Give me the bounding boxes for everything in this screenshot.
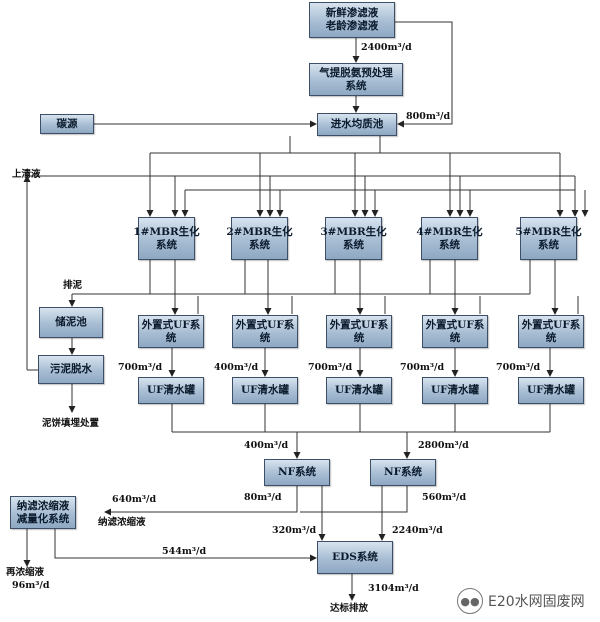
mbr-4-label-1: 4#MBR生化 bbox=[416, 225, 483, 238]
reduction-label-1: 纳滤浓缩液 bbox=[16, 499, 70, 512]
equalization-tank-label: 进水均质池 bbox=[330, 118, 384, 130]
mbr-4-box: 4#MBR生化 系统 bbox=[416, 217, 483, 260]
mbr-5-label-2: 系统 bbox=[538, 238, 559, 251]
nf-1-box: NF系统 bbox=[264, 459, 330, 486]
uf-2-label-1: 外置式UF系 bbox=[235, 318, 295, 331]
wechat-icon: ●● bbox=[457, 588, 483, 614]
uf-tank-5-label: UF清水罐 bbox=[526, 384, 576, 396]
carbon-source-box: 碳源 bbox=[40, 114, 94, 134]
watermark: ●● E20水网固废网 bbox=[457, 588, 585, 614]
flow-uf5-label: 700m³/d bbox=[496, 362, 541, 373]
uf-tank-2-box: UF清水罐 bbox=[232, 377, 298, 404]
uf-tank-4-label: UF清水罐 bbox=[430, 384, 480, 396]
uf-4-label-1: 外置式UF系 bbox=[425, 318, 485, 331]
mbr-2-label-1: 2#MBR生化 bbox=[226, 225, 293, 238]
mbr-1-label-1: 1#MBR生化 bbox=[133, 225, 200, 238]
mbr-5-box: 5#MBR生化 系统 bbox=[515, 217, 582, 260]
sludge-dewatering-box: 污泥脱水 bbox=[38, 355, 104, 384]
flow-96-label: 96m³/d bbox=[12, 580, 50, 591]
uf-tank-2-label: UF清水罐 bbox=[240, 384, 290, 396]
mbr-2-label-2: 系统 bbox=[249, 238, 270, 251]
flow-640-label: 640m³/d bbox=[112, 494, 157, 505]
discharge-label: 达标排放 bbox=[330, 603, 369, 614]
uf-tank-4-box: UF清水罐 bbox=[422, 377, 488, 404]
reconcentrate-label: 再浓缩液 bbox=[6, 567, 45, 578]
stripping-label-1: 气提脱氨预处理 bbox=[319, 66, 393, 79]
carbon-source-label: 碳源 bbox=[56, 117, 78, 130]
sludge-tank-label: 储泥池 bbox=[55, 316, 87, 328]
uf-2-label-2: 统 bbox=[259, 331, 271, 344]
uf-3-label-1: 外置式UF系 bbox=[329, 318, 389, 331]
uf-1-box: 外置式UF系 统 bbox=[138, 315, 204, 348]
ammonia-stripping-box: 气提脱氨预处理 系统 bbox=[309, 63, 403, 96]
flow-uf3-label: 700m³/d bbox=[308, 362, 353, 373]
mbr-1-label-2: 系统 bbox=[156, 238, 177, 251]
uf-2-box: 外置式UF系 统 bbox=[232, 315, 298, 348]
flow-80-label: 80m³/d bbox=[244, 492, 282, 503]
equalization-tank-box: 进水均质池 bbox=[317, 113, 397, 136]
flow-nf-400-label: 400m³/d bbox=[244, 440, 289, 451]
mbr-3-box: 3#MBR生化 系统 bbox=[320, 217, 387, 260]
eds-box: EDS系统 bbox=[317, 541, 393, 574]
uf-tank-3-box: UF清水罐 bbox=[326, 377, 392, 404]
nf-1-label: NF系统 bbox=[277, 466, 317, 478]
flow-uf4-label: 700m³/d bbox=[400, 362, 445, 373]
watermark-text: E20水网固废网 bbox=[488, 594, 585, 610]
uf-4-label-2: 统 bbox=[449, 331, 461, 344]
uf-tank-1-box: UF清水罐 bbox=[138, 377, 204, 404]
flow-uf2-label: 400m³/d bbox=[214, 362, 259, 373]
mbr-5-label-1: 5#MBR生化 bbox=[515, 225, 582, 238]
nf-concentrate-label: 纳滤浓缩液 bbox=[98, 517, 146, 528]
uf-tank-3-label: UF清水罐 bbox=[334, 384, 384, 396]
concentrate-reduction-box: 纳滤浓缩液 减量化系统 bbox=[10, 496, 76, 529]
flow-544-label: 544m³/d bbox=[162, 546, 207, 557]
mbr-2-box: 2#MBR生化 系统 bbox=[226, 217, 293, 260]
nf-2-box: NF系统 bbox=[370, 459, 436, 486]
uf-3-label-2: 统 bbox=[353, 331, 365, 344]
mbr-4-label-2: 系统 bbox=[439, 238, 460, 251]
uf-5-box: 外置式UF系 统 bbox=[518, 315, 584, 348]
mbr-1-box: 1#MBR生化 系统 bbox=[133, 217, 200, 260]
flow-nf-2800-label: 2800m³/d bbox=[418, 440, 469, 451]
uf-tank-5-box: UF清水罐 bbox=[518, 377, 584, 404]
mbr-3-label-1: 3#MBR生化 bbox=[320, 225, 387, 238]
supernatant-label: 上清液 bbox=[12, 169, 41, 180]
eds-label: EDS系统 bbox=[332, 551, 378, 563]
cake-disposal-label: 泥饼填埋处置 bbox=[42, 418, 100, 429]
uf-1-label-1: 外置式UF系 bbox=[141, 318, 201, 331]
uf-1-label-2: 统 bbox=[165, 331, 177, 344]
flow-320-label: 320m³/d bbox=[272, 525, 317, 536]
flow-3104-label: 3104m³/d bbox=[368, 583, 419, 594]
flow-2240-label: 2240m³/d bbox=[392, 525, 443, 536]
leachate-source-box: 新鲜渗滤液 老龄渗滤液 bbox=[309, 2, 395, 38]
flow-2400-label: 2400m³/d bbox=[361, 42, 412, 53]
flow-800-label: 800m³/d bbox=[406, 111, 451, 122]
sludge-discharge-label: 排泥 bbox=[63, 280, 83, 291]
sludge-dewatering-label: 污泥脱水 bbox=[50, 363, 92, 375]
old-leachate-label: 老龄渗滤液 bbox=[325, 20, 379, 32]
reduction-label-2: 减量化系统 bbox=[16, 512, 70, 525]
nf-2-label: NF系统 bbox=[383, 466, 423, 478]
mbr-3-label-2: 系统 bbox=[343, 238, 364, 251]
uf-tank-1-label: UF清水罐 bbox=[146, 384, 196, 396]
stripping-label-2: 系统 bbox=[345, 79, 367, 92]
flow-uf1-label: 700m³/d bbox=[118, 362, 163, 373]
uf-5-label-2: 统 bbox=[545, 331, 557, 344]
uf-3-box: 外置式UF系 统 bbox=[326, 315, 392, 348]
sludge-tank-box: 储泥池 bbox=[39, 307, 103, 338]
flow-560-label: 560m³/d bbox=[422, 492, 467, 503]
uf-4-box: 外置式UF系 统 bbox=[422, 315, 488, 348]
uf-5-label-1: 外置式UF系 bbox=[521, 318, 581, 331]
fresh-leachate-label: 新鲜渗滤液 bbox=[325, 7, 379, 19]
